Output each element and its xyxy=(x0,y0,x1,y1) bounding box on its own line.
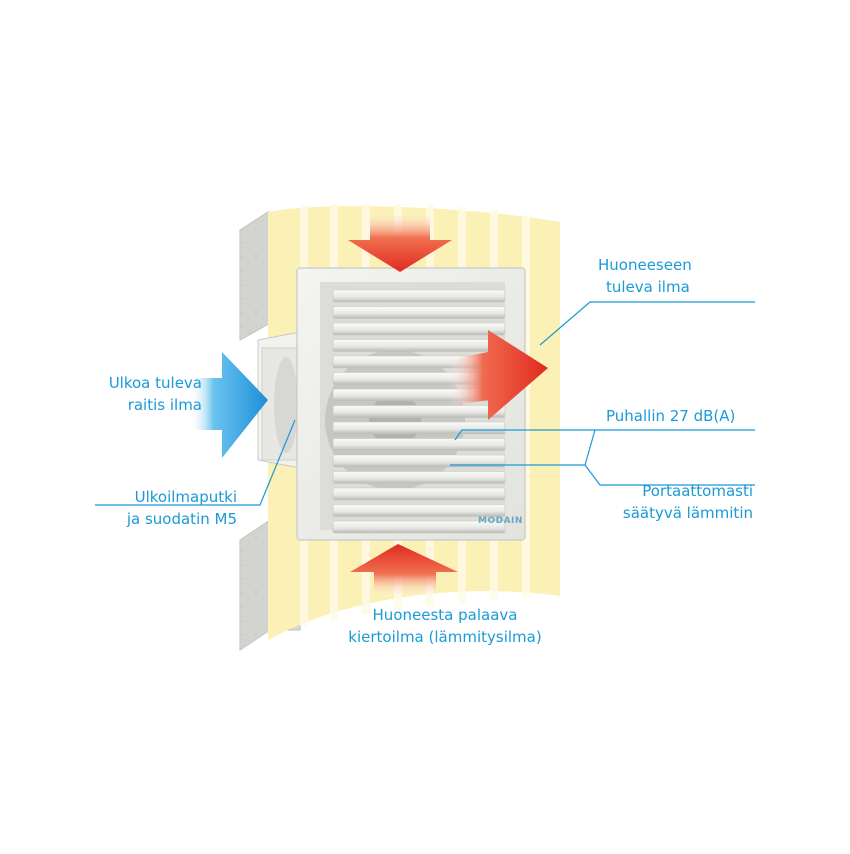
label-heater: Portaattomasti säätyvä lämmitin xyxy=(588,480,753,524)
label-supply-air-line-2: tuleva ilma xyxy=(606,278,690,296)
label-return-air: Huoneesta palaava kiertoilma (lämmitysil… xyxy=(300,604,590,648)
label-supply-air-line-1: Huoneeseen xyxy=(598,256,692,274)
louver-slat xyxy=(332,405,506,418)
leader-lines xyxy=(95,301,755,506)
louver-slat xyxy=(332,322,506,336)
leader-heater-link xyxy=(584,429,596,466)
red-air-arrow-bottom xyxy=(350,544,458,598)
brand-logo: MODAIN xyxy=(478,516,523,526)
louver-grille xyxy=(332,289,506,534)
label-outdoor-duct-filter-line-1: Ulkoilmaputki xyxy=(134,488,237,506)
leader-heater xyxy=(450,464,755,486)
red-air-arrow-top xyxy=(348,210,452,272)
louver-slat xyxy=(332,471,506,484)
ventilation-unit xyxy=(296,267,526,541)
label-return-air-line-1: Huoneesta palaava xyxy=(372,606,518,624)
louver-slat xyxy=(332,520,506,534)
label-heater-line-2: säätyvä lämmitin xyxy=(622,504,753,522)
leader-supply xyxy=(539,301,755,346)
label-outdoor-fresh-air-line-2: raitis ilma xyxy=(127,396,202,414)
label-outdoor-fresh-air-line-1: Ulkoa tuleva xyxy=(108,374,202,392)
louver-slat xyxy=(332,454,506,468)
louver-slat xyxy=(332,421,506,435)
louver-slat xyxy=(332,438,506,451)
louver-slat xyxy=(332,339,506,352)
label-fan-line-1: Puhallin 27 dB(A) xyxy=(606,407,736,425)
louver-slat xyxy=(332,306,506,319)
label-heater-line-1: Portaattomasti xyxy=(642,482,753,500)
red-air-arrow-out xyxy=(448,330,548,420)
louver-slat xyxy=(332,504,506,517)
label-fan: Puhallin 27 dB(A) xyxy=(606,405,735,427)
label-outdoor-duct-filter: Ulkoilmaputki ja suodatin M5 xyxy=(82,486,237,530)
label-outdoor-fresh-air: Ulkoa tuleva raitis ilma xyxy=(82,372,202,416)
label-return-air-line-2: kiertoilma (lämmitysilma) xyxy=(348,628,542,646)
label-supply-air: Huoneeseen tuleva ilma xyxy=(598,254,692,298)
louver-slat xyxy=(332,487,506,501)
leader-duct xyxy=(95,419,296,506)
blue-air-arrow-in xyxy=(190,352,268,458)
louver-slat xyxy=(332,289,506,303)
label-outdoor-duct-filter-line-2: ja suodatin M5 xyxy=(126,510,237,528)
leader-fan xyxy=(454,429,755,441)
